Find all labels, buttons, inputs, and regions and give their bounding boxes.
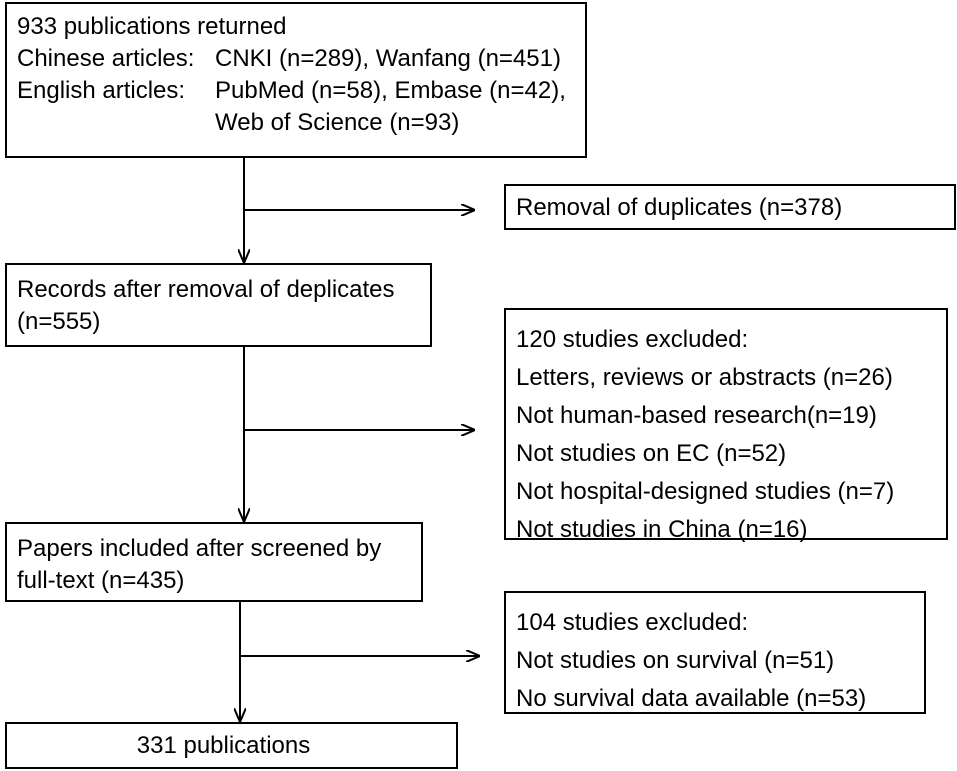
fulltext-line1: Papers included after screened by xyxy=(17,535,382,562)
excluded-1-reason: Not hospital-designed studies (n=7) xyxy=(516,478,895,505)
english-articles-label: English articles: xyxy=(17,77,186,104)
excluded-1-reason: Letters, reviews or abstracts (n=26) xyxy=(516,364,893,391)
english-articles-sources-2: Web of Science (n=93) xyxy=(215,109,460,136)
excluded-2-reason: Not studies on survival (n=51) xyxy=(516,647,835,674)
fulltext-included-box: Papers included after screened by full-t… xyxy=(5,522,423,602)
excluded-1-reason: Not studies on EC (n=52) xyxy=(516,440,787,467)
after-dedup-line1: Records after removal of deplicates xyxy=(17,276,395,303)
after-dedup-box: Records after removal of deplicates (n=5… xyxy=(5,263,432,347)
excluded-studies-box-1: 120 studies excluded: Letters, reviews o… xyxy=(504,308,948,543)
excluded-2-heading: 104 studies excluded: xyxy=(516,609,749,636)
identified-total: 933 publications returned xyxy=(17,13,287,40)
english-articles-sources-1: PubMed (n=58), Embase (n=42), xyxy=(215,77,566,104)
excluded-1-reason: Not human-based research(n=19) xyxy=(516,402,877,429)
excluded-2-reason: No survival data available (n=53) xyxy=(516,685,867,712)
final-publications-box: 331 publications xyxy=(5,722,458,769)
english-articles-row: English articles: PubMed (n=58), Embase (… xyxy=(17,75,575,107)
chinese-articles-sources: CNKI (n=289), Wanfang (n=451) xyxy=(215,45,561,72)
chinese-articles-label: Chinese articles: xyxy=(17,45,195,72)
excluded-1-reason: Not studies in China (n=16) xyxy=(516,516,808,543)
fulltext-line2: full-text (n=435) xyxy=(17,567,185,594)
final-count: 331 publications xyxy=(136,732,311,759)
excluded-1-heading: 120 studies excluded: xyxy=(516,326,749,353)
duplicates-removed-box: Removal of duplicates (n=378) xyxy=(504,184,956,230)
chinese-articles-row: Chinese articles: CNKI (n=289), Wanfang (… xyxy=(17,43,575,75)
identified-records-box: 933 publications returned Chinese articl… xyxy=(5,2,587,158)
duplicates-text: Removal of duplicates (n=378) xyxy=(516,194,843,221)
excluded-studies-box-2: 104 studies excluded: Not studies on sur… xyxy=(504,591,926,714)
after-dedup-line2: (n=555) xyxy=(17,308,101,335)
